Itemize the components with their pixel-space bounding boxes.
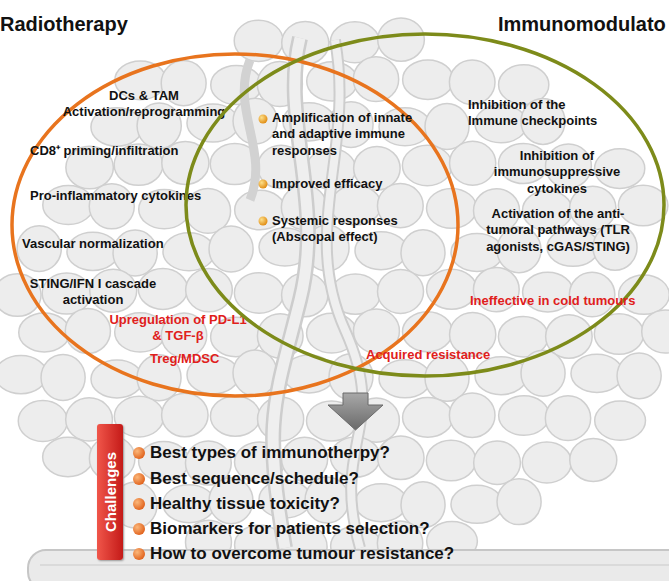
bullet xyxy=(133,473,145,485)
item-text: Amplification of innate and adaptive imm… xyxy=(272,110,420,159)
item-text: Inhibition of immunosuppressive cytokine… xyxy=(487,148,627,197)
cell xyxy=(522,442,571,483)
cell xyxy=(162,393,208,437)
cell-layer xyxy=(0,18,669,569)
item-text: Pro-inflammatory cytokines xyxy=(30,188,201,204)
item-text: Vascular normalization xyxy=(22,236,164,252)
immunomodulation-ellipse: ImmunomodulatoInhibition of the Immune c… xyxy=(184,32,666,378)
cell xyxy=(521,350,565,396)
bullet xyxy=(133,498,145,510)
cell xyxy=(545,396,590,441)
cell xyxy=(617,353,661,399)
bullet xyxy=(259,115,268,124)
cell xyxy=(355,484,407,522)
cell xyxy=(65,309,110,354)
section-title: Radiotherapy xyxy=(0,12,128,37)
item-text: Improved efficacy xyxy=(272,176,383,192)
cell xyxy=(571,354,623,392)
cell xyxy=(186,268,233,311)
ellipse-outline xyxy=(184,32,666,378)
cell xyxy=(618,185,668,225)
bullet xyxy=(133,447,145,459)
bullet xyxy=(259,180,268,189)
item-text: DCs & TAM Activation/reprogramming xyxy=(55,88,233,121)
bullet xyxy=(133,548,145,560)
challenge-question: Healthy tissue toxicity? xyxy=(150,493,340,514)
section-title: Immunomodulato xyxy=(498,12,666,37)
cell xyxy=(43,437,94,476)
cell xyxy=(595,401,646,440)
item-text: Activation of the anti-tumoral pathways … xyxy=(468,206,648,255)
cell xyxy=(642,310,669,353)
cell xyxy=(401,230,445,276)
item-text: STING/IFN I cascade activation xyxy=(18,276,168,309)
challenge-question: How to overcome tumour resistance? xyxy=(150,543,454,564)
vessel-wall xyxy=(40,564,669,566)
drawback-text: Upregulation of PD-L1 & TGF-β xyxy=(108,312,248,345)
cell xyxy=(41,355,85,401)
item-text: Systemic responses (Abscopal effect) xyxy=(272,213,417,246)
bullet xyxy=(259,217,268,226)
drawback-text: Acquired resistance xyxy=(366,347,490,363)
bullet xyxy=(133,523,145,535)
item-text: Inhibition of the Immune checkpoints xyxy=(468,97,618,130)
cell xyxy=(353,57,398,102)
challenge-question: Biomarkers for patients selection? xyxy=(150,518,430,539)
cell xyxy=(499,396,550,435)
drawback-text: Ineffective in cold tumours xyxy=(470,293,635,309)
ellipse-line xyxy=(186,34,664,376)
cell xyxy=(378,18,425,61)
cell xyxy=(18,401,67,442)
cell xyxy=(570,438,617,481)
cell xyxy=(497,479,541,525)
cell xyxy=(209,226,253,272)
cell xyxy=(451,485,503,523)
item-text: CD8⁺ priming/infiltration xyxy=(30,143,178,159)
cell xyxy=(378,269,424,313)
cell xyxy=(234,273,284,313)
cell xyxy=(474,441,521,484)
cell xyxy=(427,188,477,228)
vessel xyxy=(244,60,256,200)
cell xyxy=(426,440,475,481)
cell xyxy=(210,396,260,436)
cell xyxy=(403,398,453,438)
challenge-question: Best sequence/schedule? xyxy=(150,468,359,489)
cell xyxy=(307,62,358,101)
cell xyxy=(0,356,47,394)
challenges-band: Challenges xyxy=(97,424,123,560)
drawback-text: Treg/MDSC xyxy=(150,351,219,367)
cell xyxy=(379,360,431,398)
down-arrow xyxy=(328,393,383,430)
cell xyxy=(450,141,496,185)
ellipse-line xyxy=(12,54,458,396)
cell xyxy=(449,393,495,437)
band-text: Challenges xyxy=(102,452,119,532)
cell xyxy=(403,60,454,99)
challenge-question: Best types of immunotherpy? xyxy=(150,442,390,463)
